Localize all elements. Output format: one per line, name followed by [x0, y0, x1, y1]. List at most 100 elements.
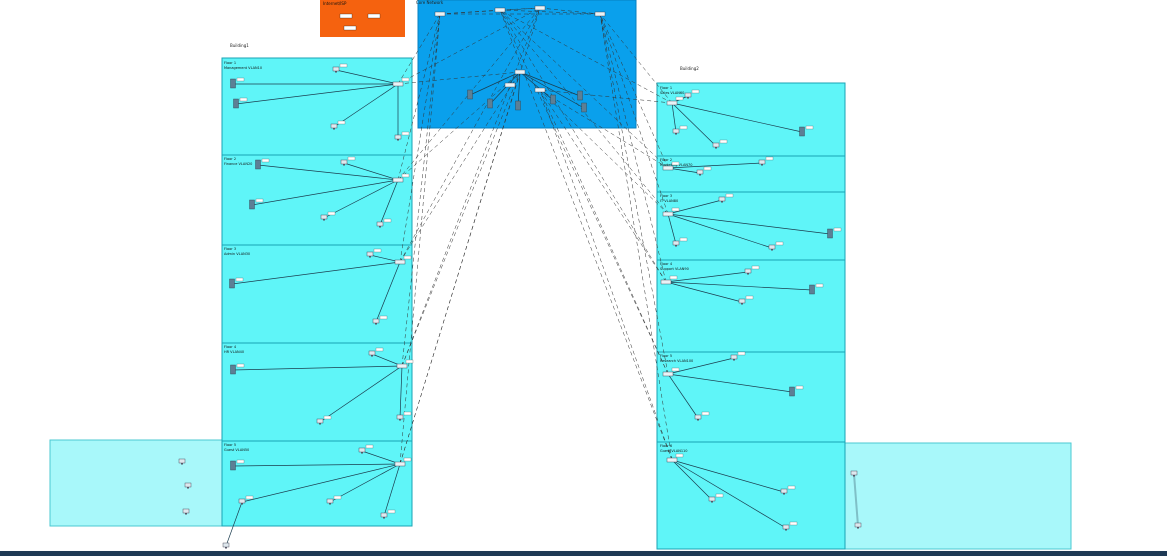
pc-screen-icon — [320, 214, 328, 220]
interface-tag — [236, 77, 245, 82]
interface-tag — [719, 139, 728, 144]
right-floor-zone-4 — [656, 259, 846, 353]
pc-device — [358, 447, 366, 454]
interface-tag — [725, 193, 734, 198]
server-device — [255, 159, 261, 170]
standalone-pc — [222, 542, 230, 549]
pc-device — [738, 298, 746, 305]
dashed-link — [439, 7, 541, 15]
pc-device — [768, 244, 776, 251]
left-floor-4-net: HR VLAN40 — [224, 350, 244, 354]
pc-stand-icon — [747, 273, 749, 275]
wing-pc — [184, 482, 192, 489]
pc-device — [340, 159, 348, 166]
pc-stand-icon — [225, 547, 227, 549]
interface-tag — [403, 411, 412, 416]
devices-layer — [178, 5, 862, 549]
ethernet-link — [667, 162, 763, 169]
wing-pc — [854, 522, 862, 529]
pc-stand-icon — [383, 517, 385, 519]
ethernet-link — [383, 463, 401, 517]
right-floor-1-title: Floor 1 — [660, 86, 672, 90]
interface-tag — [403, 255, 412, 260]
server-icon — [827, 228, 833, 239]
server-icon — [230, 460, 236, 471]
ethernet-link — [231, 261, 401, 285]
ethernet-link — [665, 281, 813, 291]
interface-tag — [375, 347, 384, 352]
floor-switch — [666, 457, 678, 463]
core-server — [467, 89, 473, 100]
interface-tag — [333, 495, 342, 500]
pc-screen-icon — [738, 298, 746, 304]
pc-device — [696, 169, 704, 176]
pc-device — [684, 92, 692, 99]
pc-screen-icon — [782, 524, 790, 530]
server-icon — [230, 78, 236, 89]
ethernet-link — [489, 71, 521, 105]
pc-screen-icon — [368, 350, 376, 356]
ethernet-link — [665, 271, 749, 283]
ethernet-link — [375, 261, 401, 323]
pc-screen-icon — [366, 251, 374, 257]
pc-screen-icon — [730, 354, 738, 360]
server-device — [809, 284, 815, 295]
pc-screen-icon — [182, 508, 190, 514]
server-device — [230, 460, 236, 471]
floor-switch — [666, 100, 678, 106]
right-floor-3-title: Floor 3 — [660, 194, 672, 198]
server-device — [249, 199, 255, 210]
interface-tag — [401, 77, 410, 82]
switch-icon — [392, 81, 404, 87]
switch-icon — [662, 211, 674, 217]
pc-stand-icon — [185, 513, 187, 515]
pc-device — [694, 414, 702, 421]
pc-device — [368, 350, 376, 357]
switch-icon — [534, 5, 546, 11]
interface-tag — [365, 444, 374, 449]
pc-screen-icon — [222, 542, 230, 548]
pc-screen-icon — [396, 414, 404, 420]
interface-tag — [255, 198, 264, 203]
ethernet-link — [667, 213, 773, 249]
pc-stand-icon — [675, 133, 677, 135]
interface-tag — [671, 161, 680, 166]
ethernet-link — [469, 71, 521, 96]
pc-screen-icon — [184, 482, 192, 488]
pc-screen-icon — [712, 142, 720, 148]
pc-stand-icon — [323, 219, 325, 221]
ethernet-link — [667, 213, 677, 245]
interface-tag — [679, 125, 688, 130]
interface-tag — [805, 125, 814, 130]
server-icon — [229, 278, 235, 289]
switch-icon — [394, 461, 406, 467]
dashed-link — [399, 7, 541, 263]
floor-switch — [660, 279, 672, 285]
pc-stand-icon — [361, 452, 363, 454]
server-icon — [809, 284, 815, 295]
ethernet-link — [671, 459, 713, 501]
server-device — [789, 386, 795, 397]
dashed-link — [397, 13, 441, 181]
ethernet-link — [323, 179, 399, 219]
intra-floor-links — [225, 69, 859, 547]
core-zone-label: Core Network — [416, 0, 444, 5]
isp-zone-label: Internet/ISP — [323, 1, 347, 6]
pc-stand-icon — [369, 256, 371, 258]
ethernet-link — [667, 199, 723, 215]
interface-tag — [387, 509, 396, 514]
left-floor-5-title: Floor 5 — [224, 443, 236, 447]
left-floor-zone-1 — [221, 57, 413, 156]
interface-tag — [751, 265, 760, 270]
pc-stand-icon — [783, 493, 785, 495]
pc-stand-icon — [785, 529, 787, 531]
pc-device — [758, 159, 766, 166]
pc-screen-icon — [340, 159, 348, 165]
pc-stand-icon — [733, 359, 735, 361]
switch-icon — [662, 371, 674, 377]
dashed-link — [539, 89, 667, 283]
right-floor-5-net: Research VLAN100 — [660, 359, 693, 363]
right-floor-4-title: Floor 4 — [660, 262, 673, 266]
right-floor-zone-3 — [656, 191, 846, 261]
